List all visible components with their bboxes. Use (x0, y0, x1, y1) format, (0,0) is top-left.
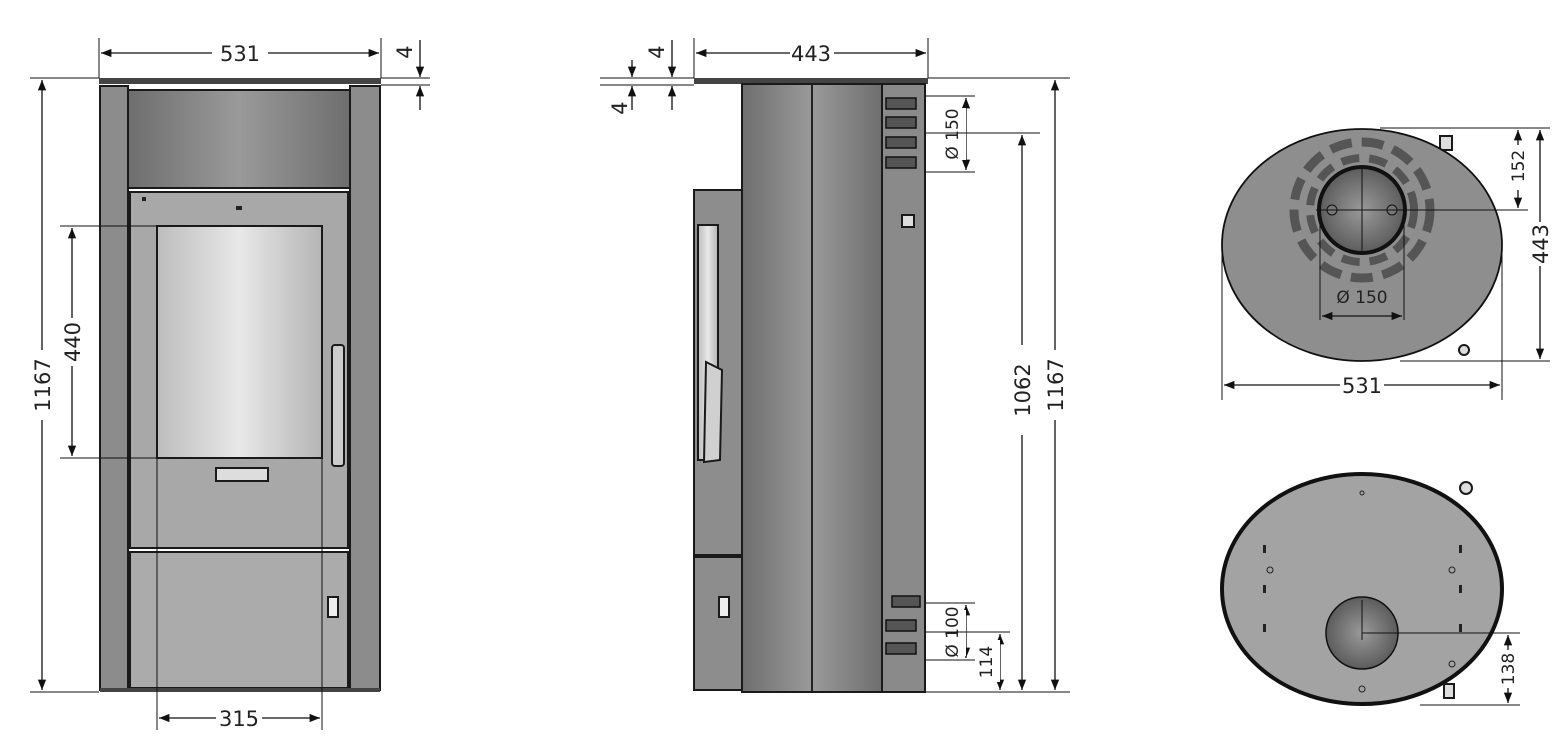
dim-front-width: 531 (220, 42, 260, 66)
rear-column (881, 83, 926, 693)
top-view: Ø 150 152 443 531 (1221, 127, 1553, 400)
dim-front-height: 1167 (31, 358, 55, 411)
dim-side-top-plate-a: 4 (645, 45, 669, 58)
storage-door[interactable] (129, 551, 349, 689)
air-slider[interactable] (215, 467, 269, 482)
dim-air-offset: 138 (1499, 653, 1519, 685)
top-plate (694, 78, 928, 84)
dim-glass-height: 440 (61, 322, 85, 362)
dim-front-top-plate: 4 (393, 45, 417, 58)
bottom-view: 138 (1220, 472, 1520, 706)
door-handle[interactable] (331, 344, 345, 467)
dim-glass-width: 315 (219, 707, 259, 731)
dim-flue-height: 1062 (1011, 363, 1035, 416)
dim-flue-offset: 152 (1509, 150, 1529, 182)
dim-air-height: 114 (977, 646, 997, 678)
dim-flue-diameter-top: Ø 150 (1336, 288, 1387, 308)
dim-side-depth: 443 (791, 42, 831, 66)
door-glass (156, 225, 323, 459)
base-oval (1220, 472, 1504, 706)
top-plate (99, 78, 381, 84)
top-compartment (127, 89, 351, 189)
left-side-panel (99, 85, 129, 691)
front-view: 531 4 1167 440 315 (30, 38, 430, 731)
dim-top-depth: 443 (1529, 224, 1553, 264)
door-handle-side (702, 360, 724, 464)
storage-door-knob[interactable] (327, 596, 339, 618)
right-side-panel (349, 85, 381, 691)
side-view: 443 4 4 Ø 150 1062 1167 Ø 100 114 (600, 38, 1070, 693)
dim-flue-diameter-side: Ø 150 (943, 108, 963, 159)
dim-side-top-plate-b: 4 (608, 101, 632, 114)
dim-side-height: 1167 (1044, 358, 1068, 411)
dim-top-width: 531 (1342, 374, 1382, 398)
